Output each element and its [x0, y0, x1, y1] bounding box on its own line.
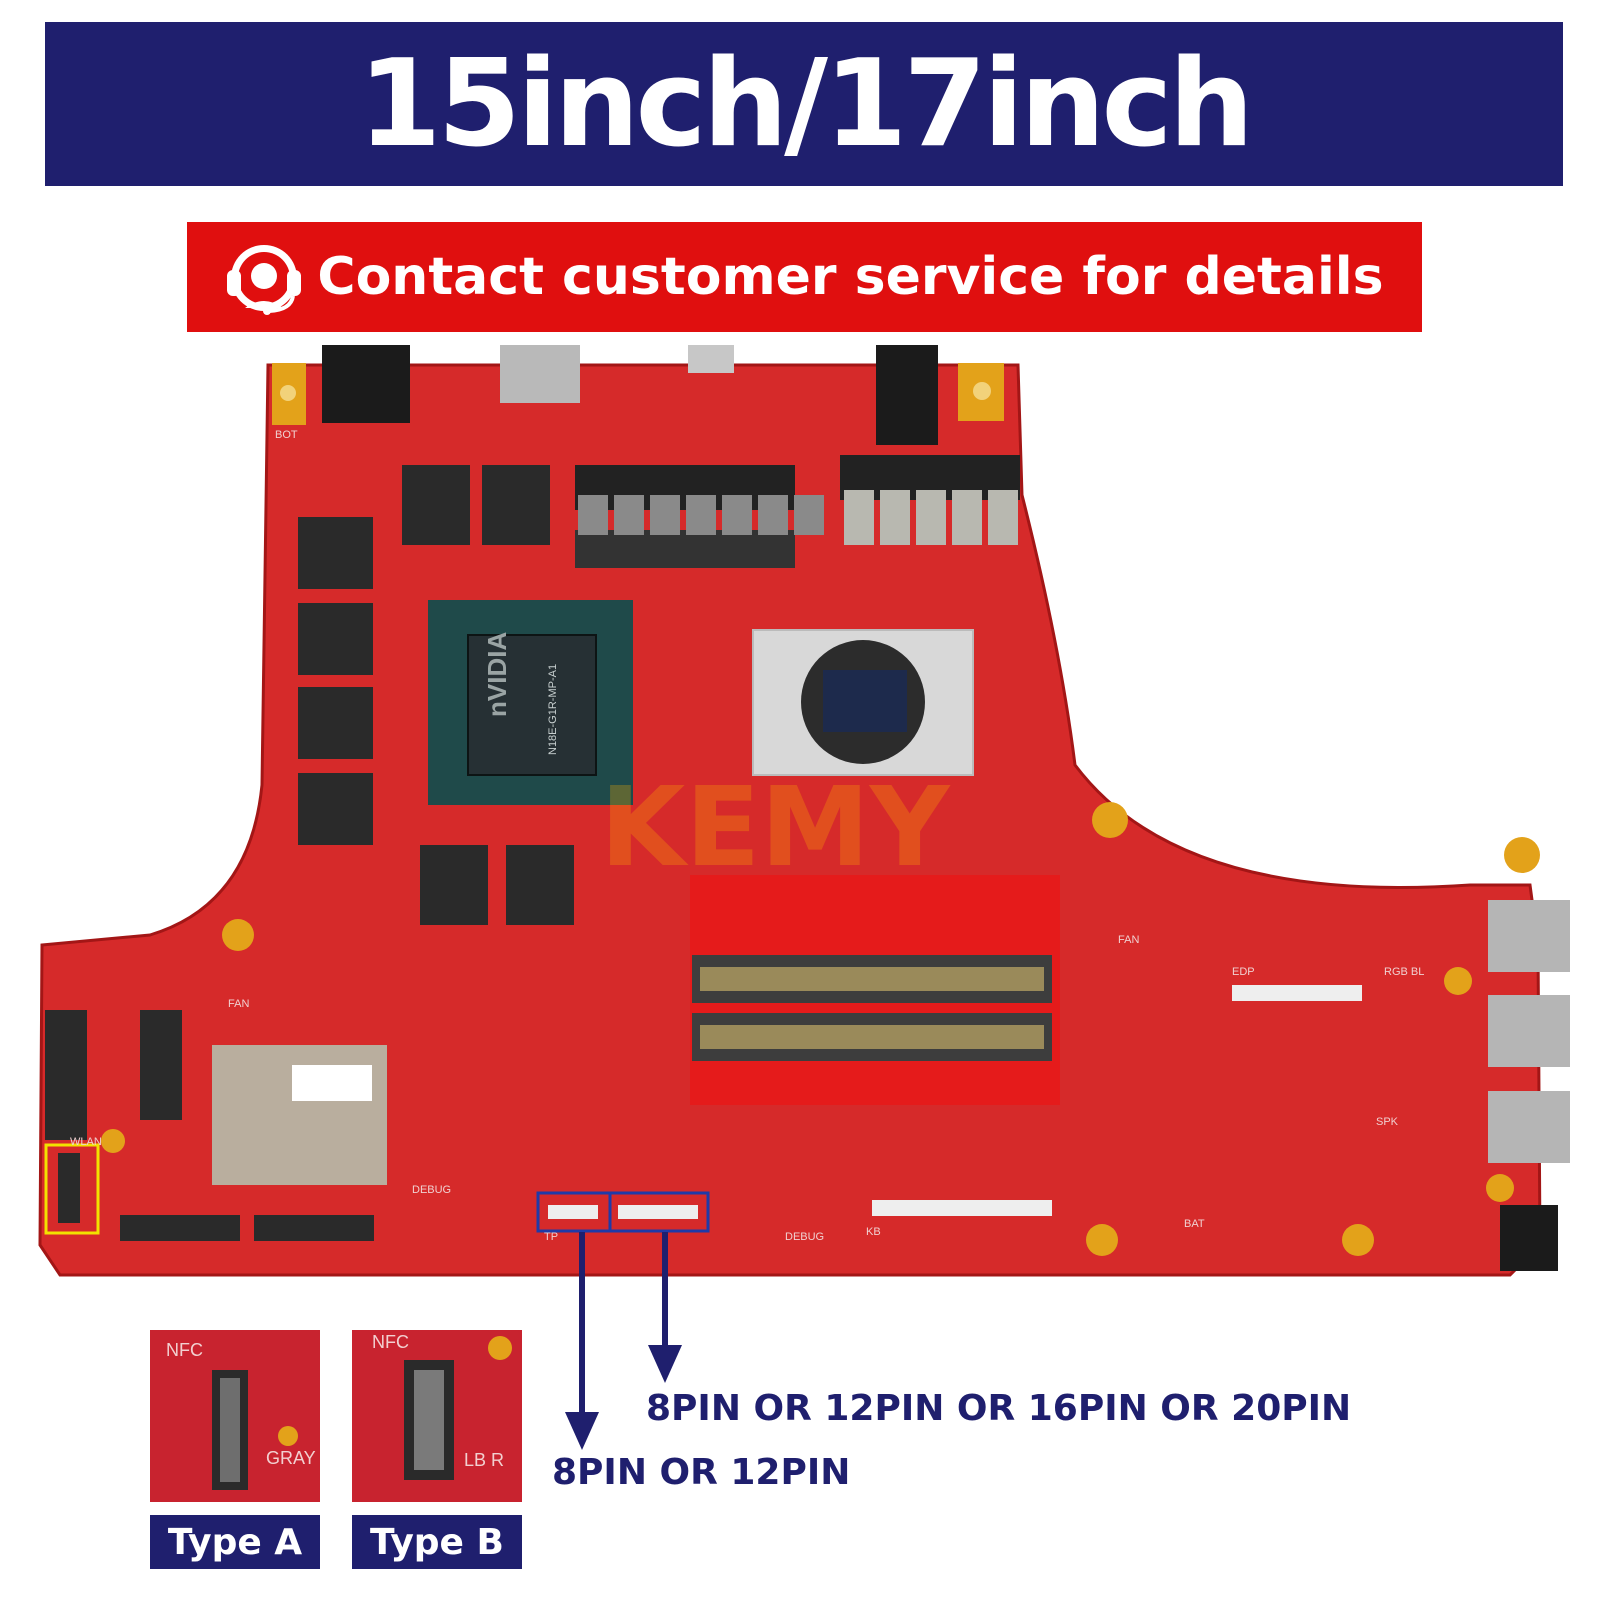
ram-slots [690, 875, 1060, 1105]
watermark: KEMY [600, 763, 951, 891]
type-b-thumbnail: NFC LB R [352, 1330, 522, 1502]
svg-text:TP: TP [544, 1231, 558, 1243]
svg-text:KB: KB [866, 1226, 881, 1238]
svg-text:BOT: BOT [275, 429, 298, 441]
rj45-port [322, 345, 410, 423]
type-a-thumbnail: NFC GRAY [150, 1330, 320, 1502]
pcb-outline [38, 363, 1542, 1277]
nfc-highlight [44, 1143, 100, 1235]
svg-text:SPK: SPK [1376, 1116, 1399, 1128]
svg-text:WLAN: WLAN [70, 1136, 102, 1148]
type-b-nfc-label: NFC [372, 1332, 409, 1352]
gpu-part: N18E-G1R-MP-A1 [547, 664, 559, 755]
gpu-marking: nVIDIA [482, 632, 512, 717]
svg-text:RGB BL: RGB BL [1384, 966, 1424, 978]
banner-title: 15inch/17inch [357, 34, 1254, 174]
kb-bl-connector-box [608, 1191, 710, 1233]
svg-text:EDP: EDP [1232, 966, 1255, 978]
title-banner: 15inch/17inch [45, 22, 1563, 186]
vram-chips [298, 465, 574, 925]
m2-slot-1 [120, 1215, 240, 1241]
power-jack [876, 345, 938, 445]
svg-text:FAN: FAN [228, 998, 249, 1010]
m2-slot-2 [254, 1215, 374, 1241]
cpu-die [823, 670, 907, 732]
svg-text:DEBUG: DEBUG [785, 1231, 824, 1243]
callout-left: 8PIN OR 12PIN [552, 1452, 851, 1493]
type-a-nfc-label: NFC [166, 1340, 203, 1360]
type-a-extra-label: GRAY [266, 1448, 316, 1468]
type-a-label: Type A [150, 1515, 320, 1569]
usbc-port [688, 345, 734, 373]
usb-port-2 [1488, 995, 1570, 1067]
audio-jack [1500, 1205, 1558, 1271]
svg-text:DEBUG: DEBUG [412, 1184, 451, 1196]
callout-right: 8PIN OR 12PIN OR 16PIN OR 20PIN [646, 1388, 1352, 1429]
motherboard-image: nVIDIA N18E-G1R-MP-A1 KEMY BOT WLAN [38, 345, 1570, 1277]
contact-text: Contact customer service for details [317, 247, 1384, 307]
gpu-die [467, 634, 597, 776]
headset-icon [227, 245, 302, 315]
type-b-label: Type B [352, 1515, 522, 1569]
hdmi-port [500, 345, 580, 403]
contact-banner: Contact customer service for details [187, 222, 1422, 332]
type-b-extra-label: LB R [464, 1450, 505, 1470]
usb-port-1 [1488, 900, 1570, 972]
svg-text:FAN: FAN [1118, 934, 1139, 946]
inductors [578, 490, 1018, 545]
usb-port-3 [1488, 1091, 1570, 1163]
svg-text:BAT: BAT [1184, 1218, 1205, 1230]
